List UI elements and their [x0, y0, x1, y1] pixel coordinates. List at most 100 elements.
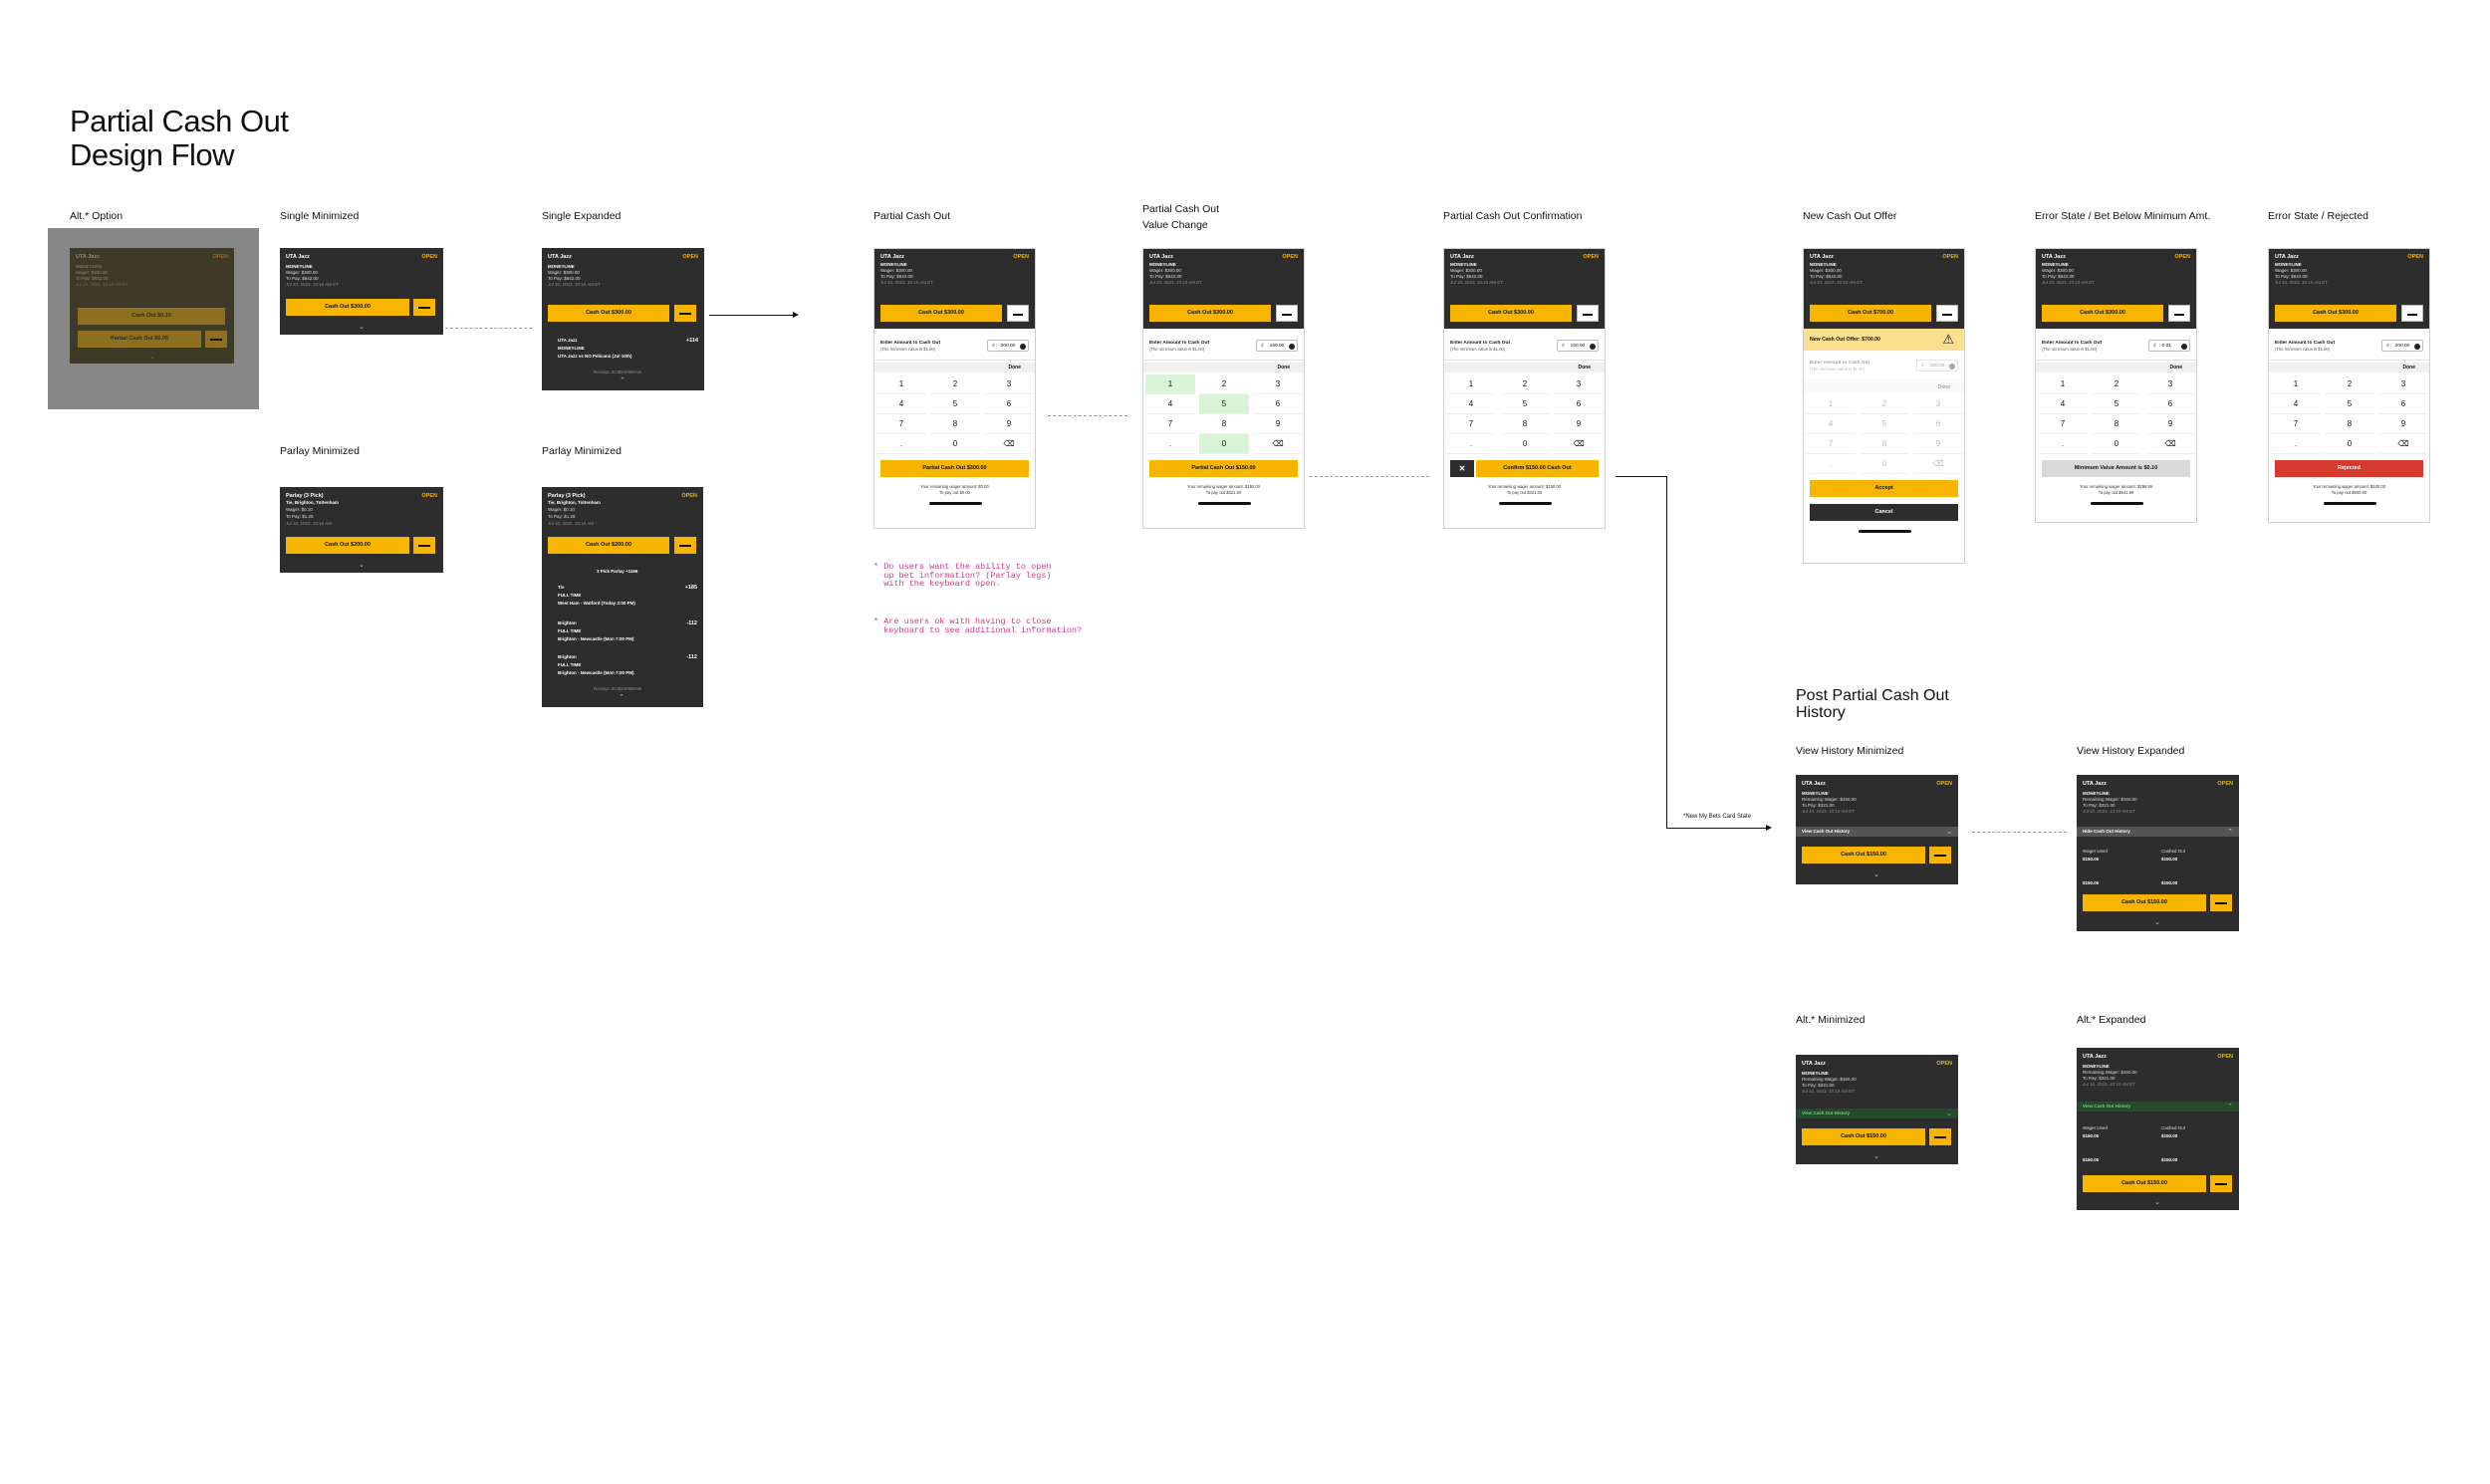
- chevron-down-icon[interactable]: ⌄: [2154, 1199, 2160, 1206]
- keypad-key[interactable]: 1: [2038, 374, 2088, 394]
- keypad-key[interactable]: .: [1446, 434, 1496, 454]
- slider-icon[interactable]: [2210, 894, 2232, 911]
- keypad-key[interactable]: 2: [930, 374, 980, 394]
- keypad-key[interactable]: 2: [2325, 374, 2374, 394]
- cash-out-button[interactable]: Cash Out $200.00: [548, 537, 669, 554]
- keypad-key[interactable]: .: [1145, 434, 1195, 454]
- partial-cash-out-button[interactable]: Partial Cash Out $150.00: [1149, 460, 1298, 477]
- keypad-key[interactable]: 0: [930, 434, 980, 454]
- clear-icon[interactable]: [2414, 344, 2420, 350]
- slider-icon[interactable]: [1577, 305, 1599, 322]
- keypad-key[interactable]: 2: [1500, 374, 1550, 394]
- slider-icon[interactable]: [1276, 305, 1298, 322]
- keypad-key[interactable]: 0: [1500, 434, 1550, 454]
- keypad-key[interactable]: 8: [2325, 414, 2374, 434]
- chevron-down-icon[interactable]: ⌄: [359, 562, 365, 569]
- done-button[interactable]: Done: [874, 363, 1035, 372]
- slider-icon[interactable]: [413, 537, 435, 554]
- keypad-key[interactable]: 0: [1860, 454, 1909, 474]
- done-button[interactable]: Done: [1444, 363, 1605, 372]
- confirm-cash-out-button[interactable]: Confirm $150.00 Cash Out: [1476, 460, 1599, 477]
- keypad-key[interactable]: 1: [1446, 374, 1496, 394]
- keypad-key[interactable]: 4: [1145, 394, 1195, 414]
- keypad-key[interactable]: 9: [984, 414, 1034, 434]
- done-button[interactable]: Done: [2036, 363, 2196, 372]
- chevron-up-icon[interactable]: ⌃: [2227, 829, 2233, 836]
- chevron-down-icon[interactable]: ⌄: [149, 354, 155, 361]
- amount-input[interactable]: $150.00: [1916, 360, 1958, 371]
- slider-icon[interactable]: [1929, 1128, 1951, 1145]
- keypad-key[interactable]: .: [2038, 434, 2088, 454]
- partial-cash-out-button[interactable]: Partial Cash Out $0.05: [78, 331, 201, 348]
- keypad-key[interactable]: 7: [2271, 414, 2321, 434]
- keypad-key[interactable]: 6: [2378, 394, 2428, 414]
- partial-cash-out-button[interactable]: Minimum Value Amount is $0.10: [2042, 460, 2190, 477]
- amount-input[interactable]: $150.00: [1256, 340, 1298, 352]
- amount-input[interactable]: $300.00: [987, 340, 1029, 352]
- accept-button[interactable]: Accept: [1810, 480, 1958, 497]
- clear-icon[interactable]: [1590, 344, 1596, 350]
- keypad-key[interactable]: 5: [2325, 394, 2374, 414]
- cash-out-button[interactable]: Cash Out $150.00: [2083, 894, 2206, 911]
- keypad-key[interactable]: 1: [876, 374, 926, 394]
- cash-out-button[interactable]: Cash Out $700.00: [1810, 305, 1931, 322]
- keypad-key[interactable]: 8: [1500, 414, 1550, 434]
- amount-input[interactable]: $200.00: [2381, 340, 2423, 352]
- keypad-key[interactable]: 1: [2271, 374, 2321, 394]
- keypad-key[interactable]: .: [2271, 434, 2321, 454]
- hide-history-row[interactable]: View Cash Out History ⌃: [2077, 1102, 2239, 1112]
- keypad-key[interactable]: 2: [1199, 374, 1249, 394]
- keypad-key[interactable]: 1: [1806, 394, 1856, 414]
- keypad-key[interactable]: ⌫: [1253, 434, 1303, 454]
- clear-icon[interactable]: [1949, 364, 1955, 370]
- keypad-key[interactable]: 5: [2092, 394, 2141, 414]
- keypad-key[interactable]: 5: [1500, 394, 1550, 414]
- keypad-key[interactable]: 6: [984, 394, 1034, 414]
- cancel-button[interactable]: Cancel: [1810, 504, 1958, 521]
- keypad-key[interactable]: 8: [1860, 434, 1909, 454]
- chevron-up-icon[interactable]: ⌃: [2227, 1104, 2233, 1111]
- cash-out-button[interactable]: Cash Out $300.00: [880, 305, 1002, 322]
- chevron-up-icon[interactable]: ⌃: [620, 377, 625, 384]
- cash-out-button[interactable]: Cash Out $300.00: [286, 299, 409, 316]
- keypad-key[interactable]: 5: [1860, 414, 1909, 434]
- keypad-key[interactable]: 7: [1446, 414, 1496, 434]
- cash-out-button[interactable]: Cash Out $300.00: [1149, 305, 1271, 322]
- partial-cash-out-button[interactable]: Partial Cash Out $300.00: [880, 460, 1029, 477]
- chevron-down-icon[interactable]: ⌄: [2154, 919, 2160, 926]
- slider-icon[interactable]: [674, 305, 696, 322]
- amount-input[interactable]: $0.01: [2148, 340, 2190, 352]
- keypad-key[interactable]: 3: [2378, 374, 2428, 394]
- slider-icon[interactable]: [1936, 305, 1958, 322]
- keypad-key[interactable]: 9: [1913, 434, 1963, 454]
- slider-icon[interactable]: [413, 299, 435, 316]
- amount-input[interactable]: $150.00: [1557, 340, 1599, 352]
- keypad-key[interactable]: ⌫: [984, 434, 1034, 454]
- clear-icon[interactable]: [1020, 344, 1026, 350]
- keypad-key[interactable]: 3: [1554, 374, 1604, 394]
- keypad-key[interactable]: 9: [1554, 414, 1604, 434]
- keypad-key[interactable]: 8: [930, 414, 980, 434]
- chevron-down-icon[interactable]: ⌄: [1873, 1153, 1879, 1160]
- keypad-key[interactable]: 6: [1554, 394, 1604, 414]
- slider-icon[interactable]: [1929, 847, 1951, 864]
- keypad-key[interactable]: 0: [2092, 434, 2141, 454]
- keypad-key[interactable]: 0: [1199, 434, 1249, 454]
- view-history-row[interactable]: View Cash Out History ⌄: [1796, 1109, 1958, 1118]
- keypad-key[interactable]: 3: [2145, 374, 2195, 394]
- slider-icon[interactable]: [674, 537, 696, 554]
- keypad-key[interactable]: 7: [876, 414, 926, 434]
- partial-cash-out-button[interactable]: Rejected: [2275, 460, 2423, 477]
- keypad-key[interactable]: 5: [930, 394, 980, 414]
- clear-icon[interactable]: [2181, 344, 2187, 350]
- chevron-down-icon[interactable]: ⌄: [359, 324, 365, 331]
- keypad-key[interactable]: 8: [1199, 414, 1249, 434]
- chevron-up-icon[interactable]: ⌃: [619, 694, 624, 701]
- done-button[interactable]: Done: [2269, 363, 2429, 372]
- keypad-key[interactable]: 3: [1253, 374, 1303, 394]
- cash-out-button[interactable]: Cash Out $150.00: [1802, 1128, 1925, 1145]
- slider-icon[interactable]: [2210, 1175, 2232, 1192]
- slider-icon[interactable]: [2401, 305, 2423, 322]
- keypad-key[interactable]: 9: [2378, 414, 2428, 434]
- cash-out-button[interactable]: Cash Out $150.00: [2083, 1175, 2206, 1192]
